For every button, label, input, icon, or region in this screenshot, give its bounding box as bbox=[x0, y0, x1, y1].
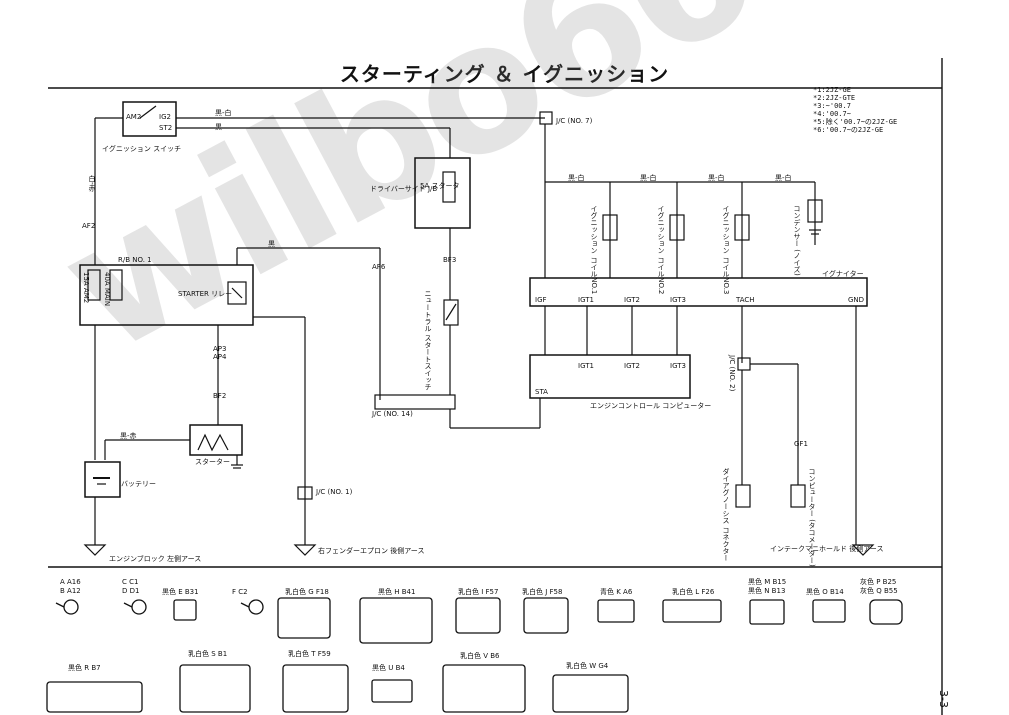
note-line: *6:'00.7~の2JZ-GE bbox=[813, 126, 884, 134]
driver-jb-label: ドライバーサイド J/B bbox=[370, 185, 438, 193]
starter-fuse-label: 5A スタータ bbox=[420, 182, 460, 190]
wire-color-label: 黒-白 bbox=[568, 174, 585, 182]
condenser-label: コンデンサー (ノイズ) bbox=[793, 205, 801, 276]
starter-relay-label: STARTER リレー bbox=[178, 290, 233, 298]
ground-bd-label: インテークマニホールド 後側アース bbox=[770, 545, 884, 553]
legend-caption: 黒色 U B4 bbox=[372, 664, 405, 672]
ecu-pin-igt3: IGT3 bbox=[670, 362, 686, 370]
legend-caption: 乳白色 G F18 bbox=[285, 588, 329, 596]
note-line: *1:2JZ-GE bbox=[813, 86, 851, 94]
jc-c-label: J/C (NO. 14) bbox=[372, 410, 413, 418]
connector-gf1: GF1 bbox=[794, 440, 808, 448]
igniter-pin-tach: TACH bbox=[736, 296, 755, 304]
coil-3-label: イグニッション コイルNO.3 bbox=[722, 205, 730, 295]
coil-1-label: イグニッション コイルNO.1 bbox=[590, 205, 598, 295]
igniter-pin-gnd: GND bbox=[848, 296, 865, 304]
starter-label: スターター bbox=[195, 458, 230, 466]
legend-caption: 黒色 R B7 bbox=[68, 664, 101, 672]
ig2-terminal: IG2 bbox=[159, 113, 171, 121]
jc-no2-label: J/C (NO. 2) bbox=[728, 355, 736, 392]
ecu-pin-igt1: IGT1 bbox=[578, 362, 594, 370]
legend-caption: 乳白色 W G4 bbox=[566, 662, 609, 670]
igniter-pin-igt1: IGT1 bbox=[578, 296, 594, 304]
coil-2-label: イグニッション コイルNO.2 bbox=[657, 205, 665, 295]
ecu-label: エンジンコントロール コンピューター bbox=[590, 402, 712, 410]
legend-caption: 黒色 O B14 bbox=[806, 588, 844, 596]
legend-caption: A A16 bbox=[60, 578, 81, 586]
legend-caption: 乳白色 L F26 bbox=[672, 588, 715, 596]
note-line: *5:除く'00.7~の2JZ-GE bbox=[813, 118, 898, 126]
connector-af2: AF2 bbox=[82, 222, 96, 230]
neutral-start-label: ニュートラル スタートスイッチ bbox=[424, 290, 432, 391]
legend-caption: 黒色 M B15 bbox=[748, 578, 787, 586]
legend-caption: B A12 bbox=[60, 587, 81, 595]
wire-color-label: 黒-白 bbox=[775, 174, 792, 182]
jc-l-label: J/C (NO. 7) bbox=[556, 117, 593, 125]
connector-bf2: BF2 bbox=[213, 392, 227, 400]
ground-ed-label: エンジンブロック 左側アース bbox=[109, 555, 202, 563]
jc-k-label: J/C (NO. 1) bbox=[316, 488, 353, 496]
legend-caption: 青色 K A6 bbox=[600, 588, 633, 596]
ecu-pin-igt2: IGT2 bbox=[624, 362, 640, 370]
igniter-pin-igt3: IGT3 bbox=[670, 296, 686, 304]
legend-caption: 灰色 Q B55 bbox=[860, 587, 898, 595]
legend-caption: 黒色 H B41 bbox=[378, 588, 416, 596]
legend-caption: 乳白色 V B6 bbox=[460, 652, 500, 660]
note-line: *3:~'00.7 bbox=[813, 102, 851, 110]
wire-color-label: 黒 bbox=[215, 123, 222, 131]
legend-caption: 乳白色 S B1 bbox=[188, 650, 228, 658]
page-number: 3-3 bbox=[937, 690, 950, 708]
page-title: スターティング ＆ イグニッション bbox=[339, 62, 670, 86]
fuse-am2-label: 15A AM2 bbox=[82, 272, 90, 304]
connector-ap3: AP3 bbox=[213, 345, 227, 353]
wire-color-label: 黒 bbox=[268, 240, 275, 248]
connector-ap4: AP4 bbox=[213, 353, 227, 361]
connector-bf3: BF3 bbox=[443, 256, 457, 264]
wire-color-label: 白-赤 bbox=[88, 175, 96, 192]
ignition-switch-label: イグニッション スイッチ bbox=[102, 145, 182, 153]
legend-caption: F C2 bbox=[232, 588, 248, 596]
igniter-pin-igf: IGF bbox=[535, 296, 547, 304]
legend-caption: 灰色 P B25 bbox=[860, 578, 897, 586]
fuse-main-label: 40A MAIN bbox=[103, 272, 111, 307]
legend-caption: 乳白色 J F58 bbox=[522, 588, 563, 596]
diag-connector-label: ダイアグノーシス コネクター bbox=[722, 468, 730, 562]
wire-color-label: 黒-白 bbox=[215, 109, 232, 117]
note-line: *4:'00.7~ bbox=[813, 110, 851, 118]
rb-no1-label: R/B NO. 1 bbox=[118, 256, 152, 264]
note-line: *2:2JZ-GTE bbox=[813, 94, 856, 102]
am2-terminal: AM2 bbox=[126, 113, 142, 121]
legend-caption: 乳白色 I F57 bbox=[458, 588, 499, 596]
igniter-pin-igt2: IGT2 bbox=[624, 296, 640, 304]
legend-caption: D D1 bbox=[122, 587, 140, 595]
legend-caption: C C1 bbox=[122, 578, 139, 586]
st2-terminal: ST2 bbox=[159, 124, 173, 132]
connector-af6: AF6 bbox=[372, 263, 386, 271]
legend-caption: 黒色 E B31 bbox=[162, 588, 199, 596]
legend-caption: 乳白色 T F59 bbox=[288, 650, 331, 658]
wire-color-label: 黒-赤 bbox=[120, 432, 137, 440]
computer-label: コンピューター (タコメーター) bbox=[808, 468, 816, 567]
battery-label: バッテリー bbox=[121, 480, 156, 488]
ecu-pin-sta: STA bbox=[535, 388, 548, 396]
wire-color-label: 黒-白 bbox=[640, 174, 657, 182]
wire-color-label: 黒-白 bbox=[708, 174, 725, 182]
model-notes: *1:2JZ-GE *2:2JZ-GTE *3:~'00.7 *4:'00.7~… bbox=[813, 86, 897, 134]
ground-aa-label: 右フェンダーエプロン 後側アース bbox=[318, 547, 425, 555]
igniter-label: イグナイター bbox=[822, 270, 864, 278]
legend-caption: 黒色 N B13 bbox=[748, 587, 786, 595]
